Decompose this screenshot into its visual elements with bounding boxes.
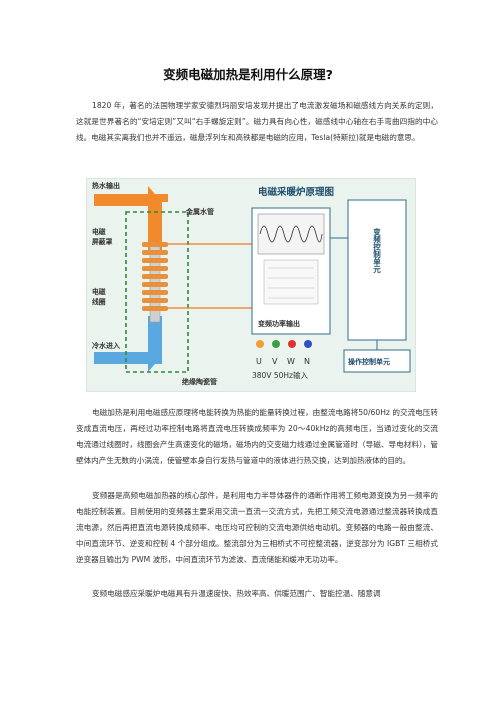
circuit-board: [263, 259, 319, 305]
freq-output-label: 变频功率输出: [258, 319, 300, 328]
shield-box: [125, 211, 189, 373]
paragraph-2: 电磁加热是利用电磁感应原理将电能转换为热能的能量转换过程，由整流电路将50/60…: [76, 408, 438, 465]
metal-pipe-label: 金属水管: [185, 207, 214, 216]
phase-v-label: V: [272, 357, 278, 366]
insulated-pipe-label: 绝缘陶瓷管: [182, 377, 217, 386]
hot-water-label: 热水输出: [92, 181, 120, 190]
phase-v-terminal: [272, 340, 280, 348]
input-voltage-label: 380V 50Hz输入: [252, 370, 308, 380]
coil-label-1: 电磁: [92, 287, 106, 296]
phase-n-terminal: [304, 340, 312, 348]
page-title: 变频电磁加热是利用什么原理?: [163, 67, 333, 82]
paragraph-3: 变频器是高频电磁加热器的核心部件，是利用电力半导体器件的通断作用将工频电源变换为…: [76, 491, 438, 564]
shield-label-1: 电磁: [92, 227, 106, 236]
paragraph-1: 1820 年，著名的法国物理学家安德烈玛丽安培发现并提出了电流激发磁场和磁感线方…: [76, 101, 438, 142]
cold-water-arrow: [94, 344, 160, 372]
diagram-title: 电磁采暖炉原理图: [258, 186, 334, 198]
freq-control-label: 变频控制单元: [372, 227, 381, 274]
phase-w-label: W: [287, 357, 295, 366]
coil-label-2: 线圈: [92, 297, 106, 306]
paragraph-4: 变频电磁感应采暖炉电磁具有升温速度快、热效率高、供暖范围广、智能控温、随意调: [92, 589, 381, 598]
cold-water-label: 冷水进入: [92, 341, 120, 350]
hot-water-arrow: [94, 186, 160, 214]
coil-windings: [142, 242, 168, 311]
operation-control-label: 操作控制单元: [348, 357, 390, 366]
hot-water-pipe: [148, 194, 162, 254]
phase-n-label: N: [304, 357, 310, 366]
heating-diagram: 电磁采暖炉原理图 热水输出 冷水进入 电磁 屏蔽罩 电磁 线圈 金属水管 绝缘陶…: [86, 178, 416, 392]
phase-u-terminal: [256, 340, 264, 348]
oscilloscope: [257, 213, 325, 255]
phase-w-terminal: [288, 340, 296, 348]
phase-u-label: U: [256, 357, 262, 366]
shield-label-2: 屏蔽罩: [91, 237, 113, 246]
